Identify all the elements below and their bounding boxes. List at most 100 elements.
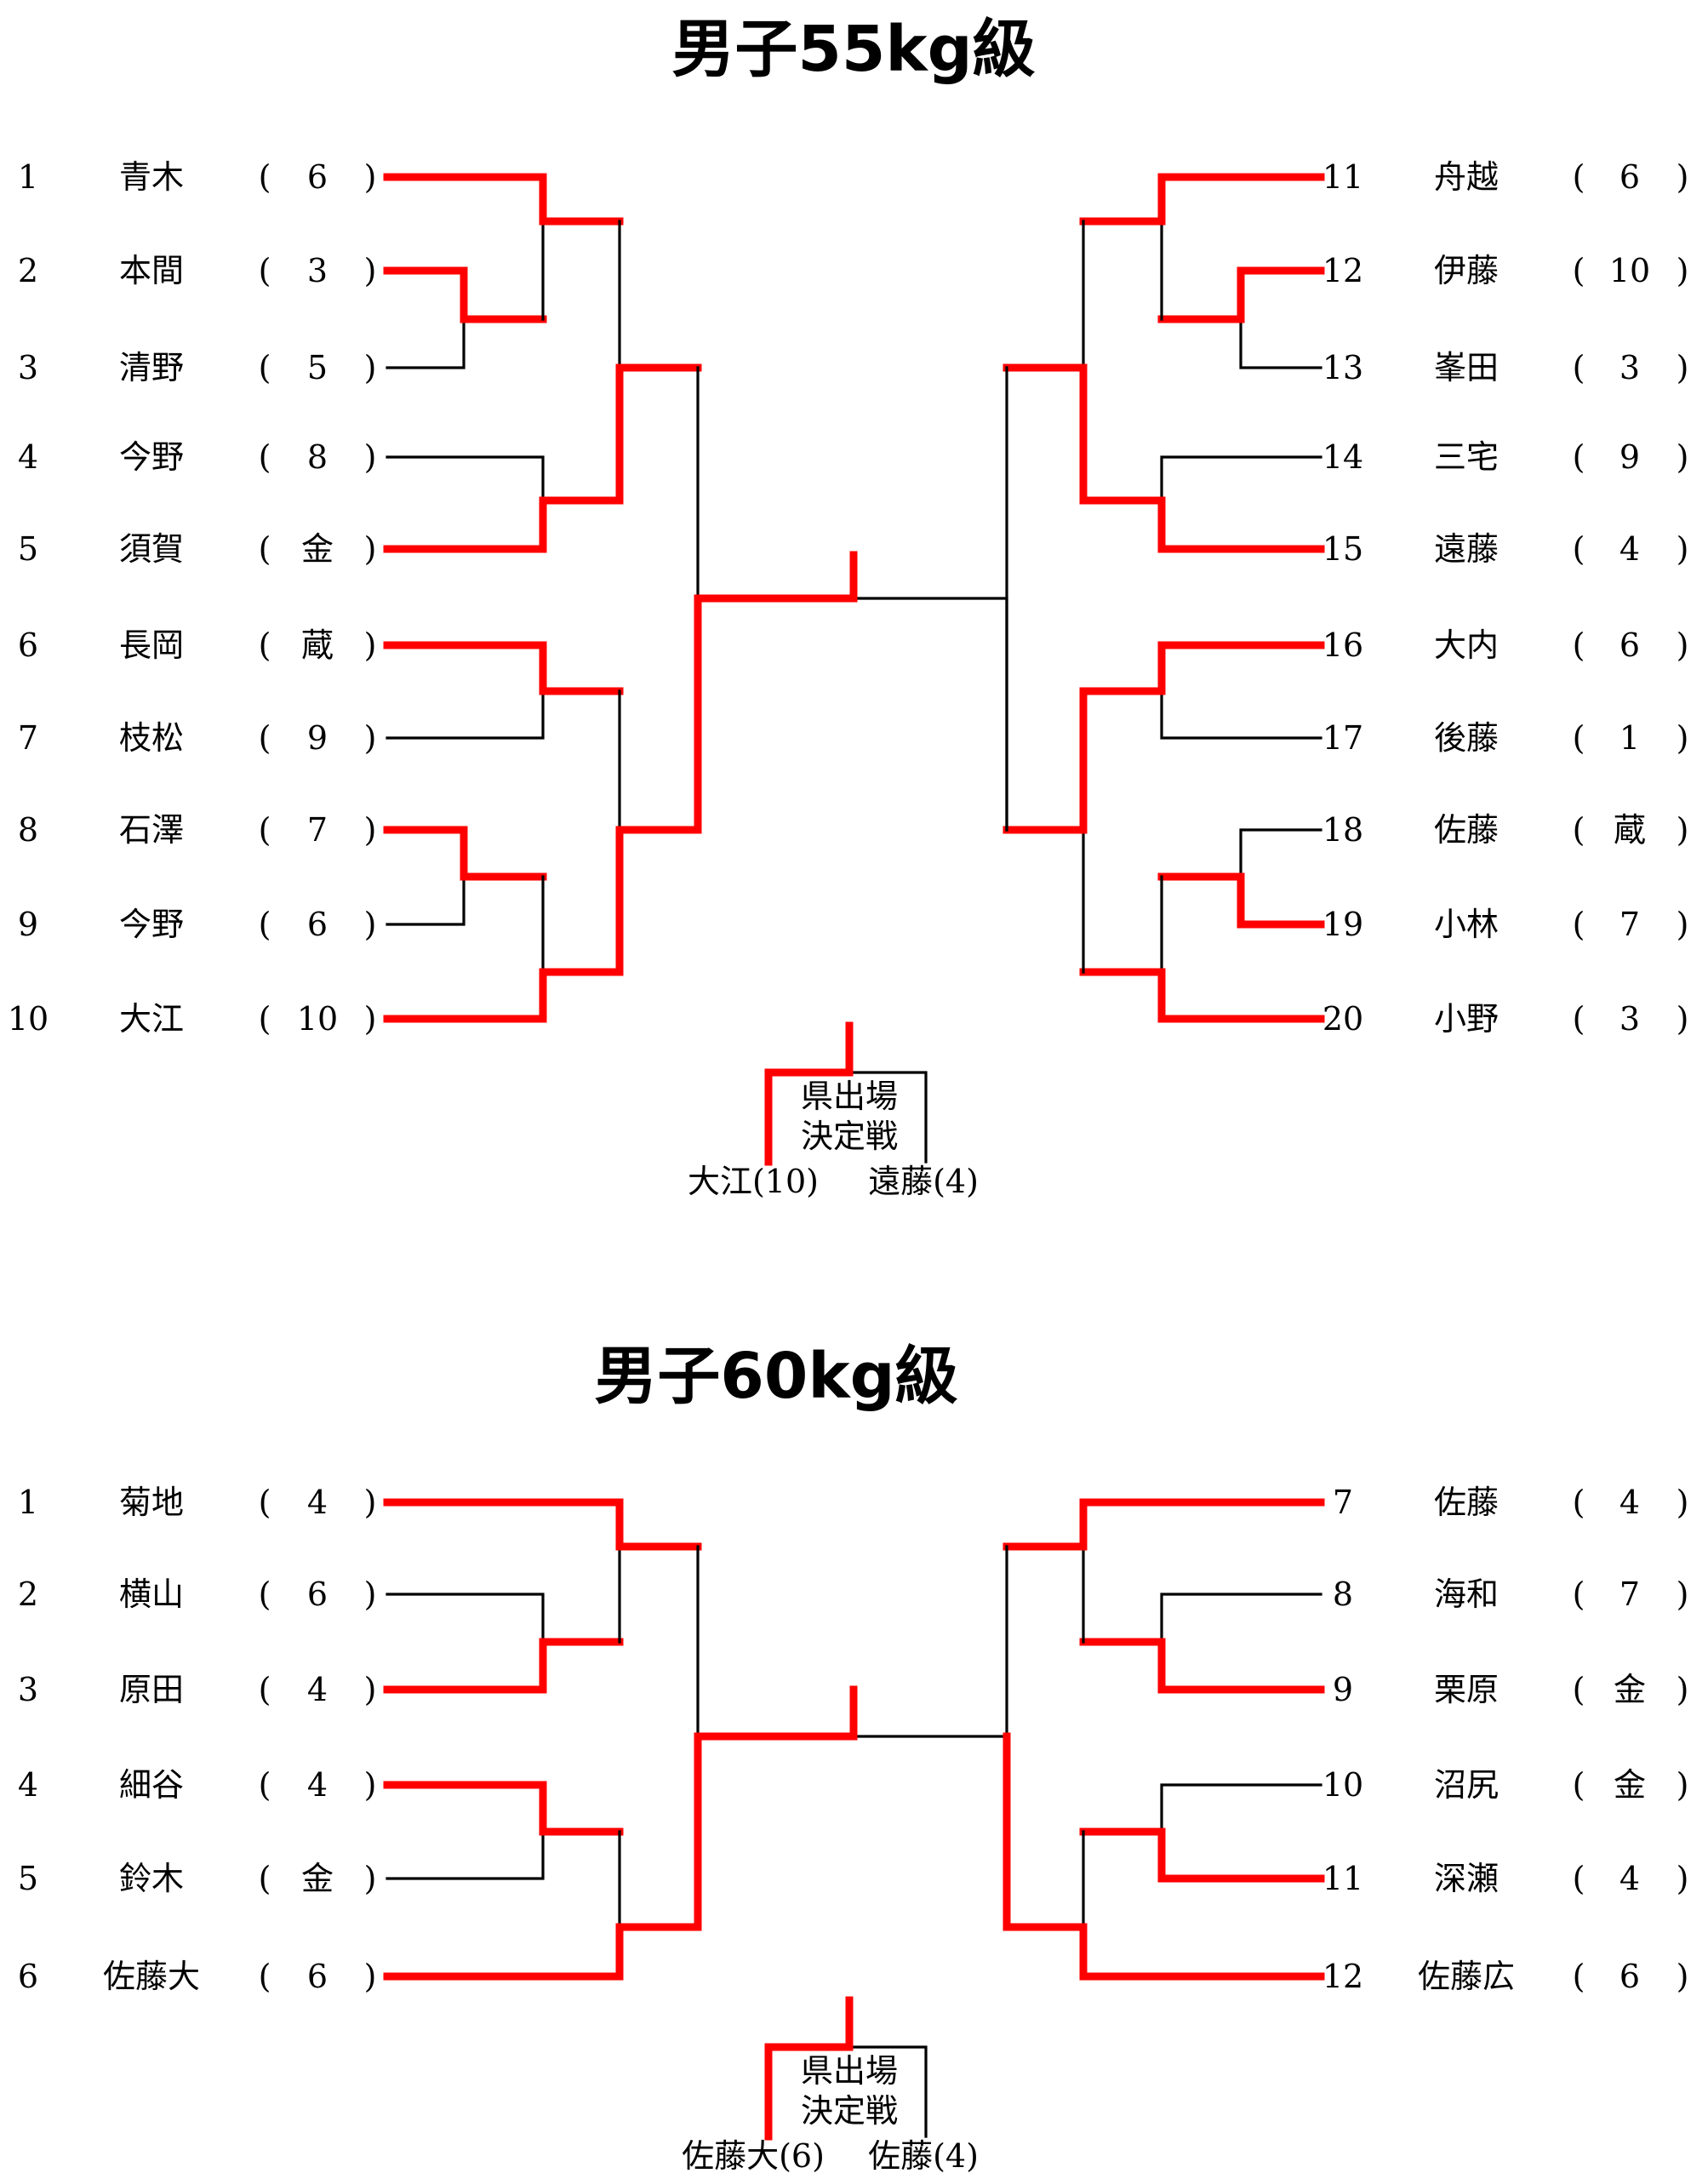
entry-team: 金 [1614, 1766, 1646, 1804]
playoff-label-2: 決定戦 [801, 2092, 898, 2130]
entry-name: 大江 [119, 1000, 184, 1038]
entry-name: 三宅 [1434, 438, 1499, 476]
entry-number: 3 [18, 1671, 38, 1708]
entry-team: 9 [1619, 438, 1640, 476]
n-l-4-5-loser [386, 1830, 545, 1880]
entry-number: 11 [1322, 158, 1363, 196]
entry-name: 石澤 [119, 811, 184, 849]
entry-number: 13 [1322, 349, 1363, 386]
s-r-8-9-winner [1079, 1638, 1325, 1694]
entry-team: 6 [1619, 158, 1640, 196]
paren-close: ) [1677, 1860, 1689, 1897]
playoff-left-result: 大江(10) [688, 1163, 819, 1200]
m-l-top-winner [615, 363, 702, 505]
entry-team: 3 [1619, 1000, 1640, 1038]
entry-name: 長岡 [119, 626, 184, 664]
entry-name: 遠藤 [1434, 530, 1499, 568]
playoff-label-2: 決定戦 [801, 1118, 898, 1155]
entry-name: 舟越 [1434, 158, 1499, 196]
entry-number: 17 [1322, 719, 1363, 757]
paren-open: ( [1573, 626, 1585, 664]
entry-team: 6 [307, 1958, 328, 1995]
entry-team: 6 [307, 158, 328, 196]
entry-number: 15 [1322, 530, 1363, 568]
paren-open: ( [1573, 1671, 1585, 1708]
entry-team: 7 [1619, 906, 1640, 943]
paren-close: ) [364, 158, 377, 196]
m-l-2-3-winner [383, 266, 547, 323]
entry-name: 小野 [1434, 1000, 1499, 1038]
paren-open: ( [1573, 1958, 1585, 1995]
entry-number: 11 [1322, 1860, 1363, 1897]
paren-close: ) [364, 1766, 377, 1804]
entry-team: 9 [307, 719, 328, 757]
entry-team: 4 [307, 1766, 328, 1804]
paren-open: ( [259, 626, 271, 664]
paren-open: ( [1573, 252, 1585, 289]
paren-open: ( [1573, 1576, 1585, 1613]
entry-team: 7 [307, 811, 328, 849]
paren-open: ( [259, 1860, 271, 1897]
paren-close: ) [1677, 1000, 1689, 1038]
paren-close: ) [1677, 719, 1689, 757]
paren-close: ) [364, 1860, 377, 1897]
entry-team: 4 [1619, 1860, 1640, 1897]
entry-team: 10 [1609, 252, 1650, 289]
entry-name: 佐藤 [1434, 1484, 1499, 1521]
m-r-18-19-loser [1239, 828, 1322, 878]
entry-number: 10 [1322, 1766, 1363, 1804]
m-r-bot-winner [1003, 687, 1088, 834]
n-l-2-3-loser [386, 1593, 545, 1644]
paren-open: ( [259, 1484, 271, 1521]
paren-open: ( [1573, 719, 1585, 757]
m-r-final-link [852, 597, 1008, 832]
entry-name: 横山 [119, 1576, 184, 1613]
paren-close: ) [1677, 626, 1689, 664]
m-r-14-15-winner [1079, 496, 1325, 553]
entry-team: 7 [1619, 1576, 1640, 1613]
entry-team: 6 [307, 1576, 328, 1613]
m-l-2-3-loser [386, 317, 466, 369]
m-r-12-13-loser [1239, 317, 1322, 369]
paren-open: ( [1573, 1860, 1585, 1897]
entry-name: 大内 [1434, 626, 1499, 664]
playoff-label-1: 県出場 [801, 2052, 898, 2090]
m-l-bot-winner [615, 826, 702, 976]
entry-number: 12 [1322, 1958, 1363, 1995]
entry-team: 3 [307, 252, 328, 289]
paren-close: ) [1677, 811, 1689, 849]
paren-close: ) [364, 626, 377, 664]
paren-close: ) [364, 1000, 377, 1038]
entry-name: 佐藤広 [1418, 1958, 1515, 1995]
entry-name: 栗原 [1434, 1671, 1499, 1708]
entry-number: 5 [18, 1860, 38, 1897]
paren-open: ( [259, 438, 271, 476]
paren-open: ( [1573, 811, 1585, 849]
entry-number: 6 [18, 626, 38, 664]
s-r-final-link [852, 1545, 1008, 1738]
paren-close: ) [1677, 438, 1689, 476]
m-r-18-19-winner [1157, 872, 1325, 929]
m-l-6-7-loser [386, 689, 545, 740]
playoff-label-1: 県出場 [801, 1078, 898, 1115]
entry-number: 9 [1333, 1671, 1353, 1708]
paren-open: ( [259, 1576, 271, 1613]
paren-open: ( [259, 252, 271, 289]
entry-number: 7 [18, 719, 38, 757]
entry-number: 2 [18, 252, 38, 289]
entry-name: 今野 [119, 906, 184, 943]
entry-name: 峯田 [1434, 349, 1499, 386]
paren-open: ( [259, 719, 271, 757]
playoff-left-result: 佐藤大(6) [682, 2137, 825, 2175]
entry-name: 深瀬 [1434, 1860, 1499, 1897]
entry-team: 金 [301, 530, 334, 568]
entry-number: 16 [1322, 626, 1363, 664]
paren-close: ) [364, 811, 377, 849]
entry-name: 小林 [1434, 906, 1499, 943]
entry-team: 10 [297, 1000, 338, 1038]
paren-open: ( [1573, 1000, 1585, 1038]
paren-close: ) [1677, 1576, 1689, 1613]
entry-number: 10 [8, 1000, 49, 1038]
